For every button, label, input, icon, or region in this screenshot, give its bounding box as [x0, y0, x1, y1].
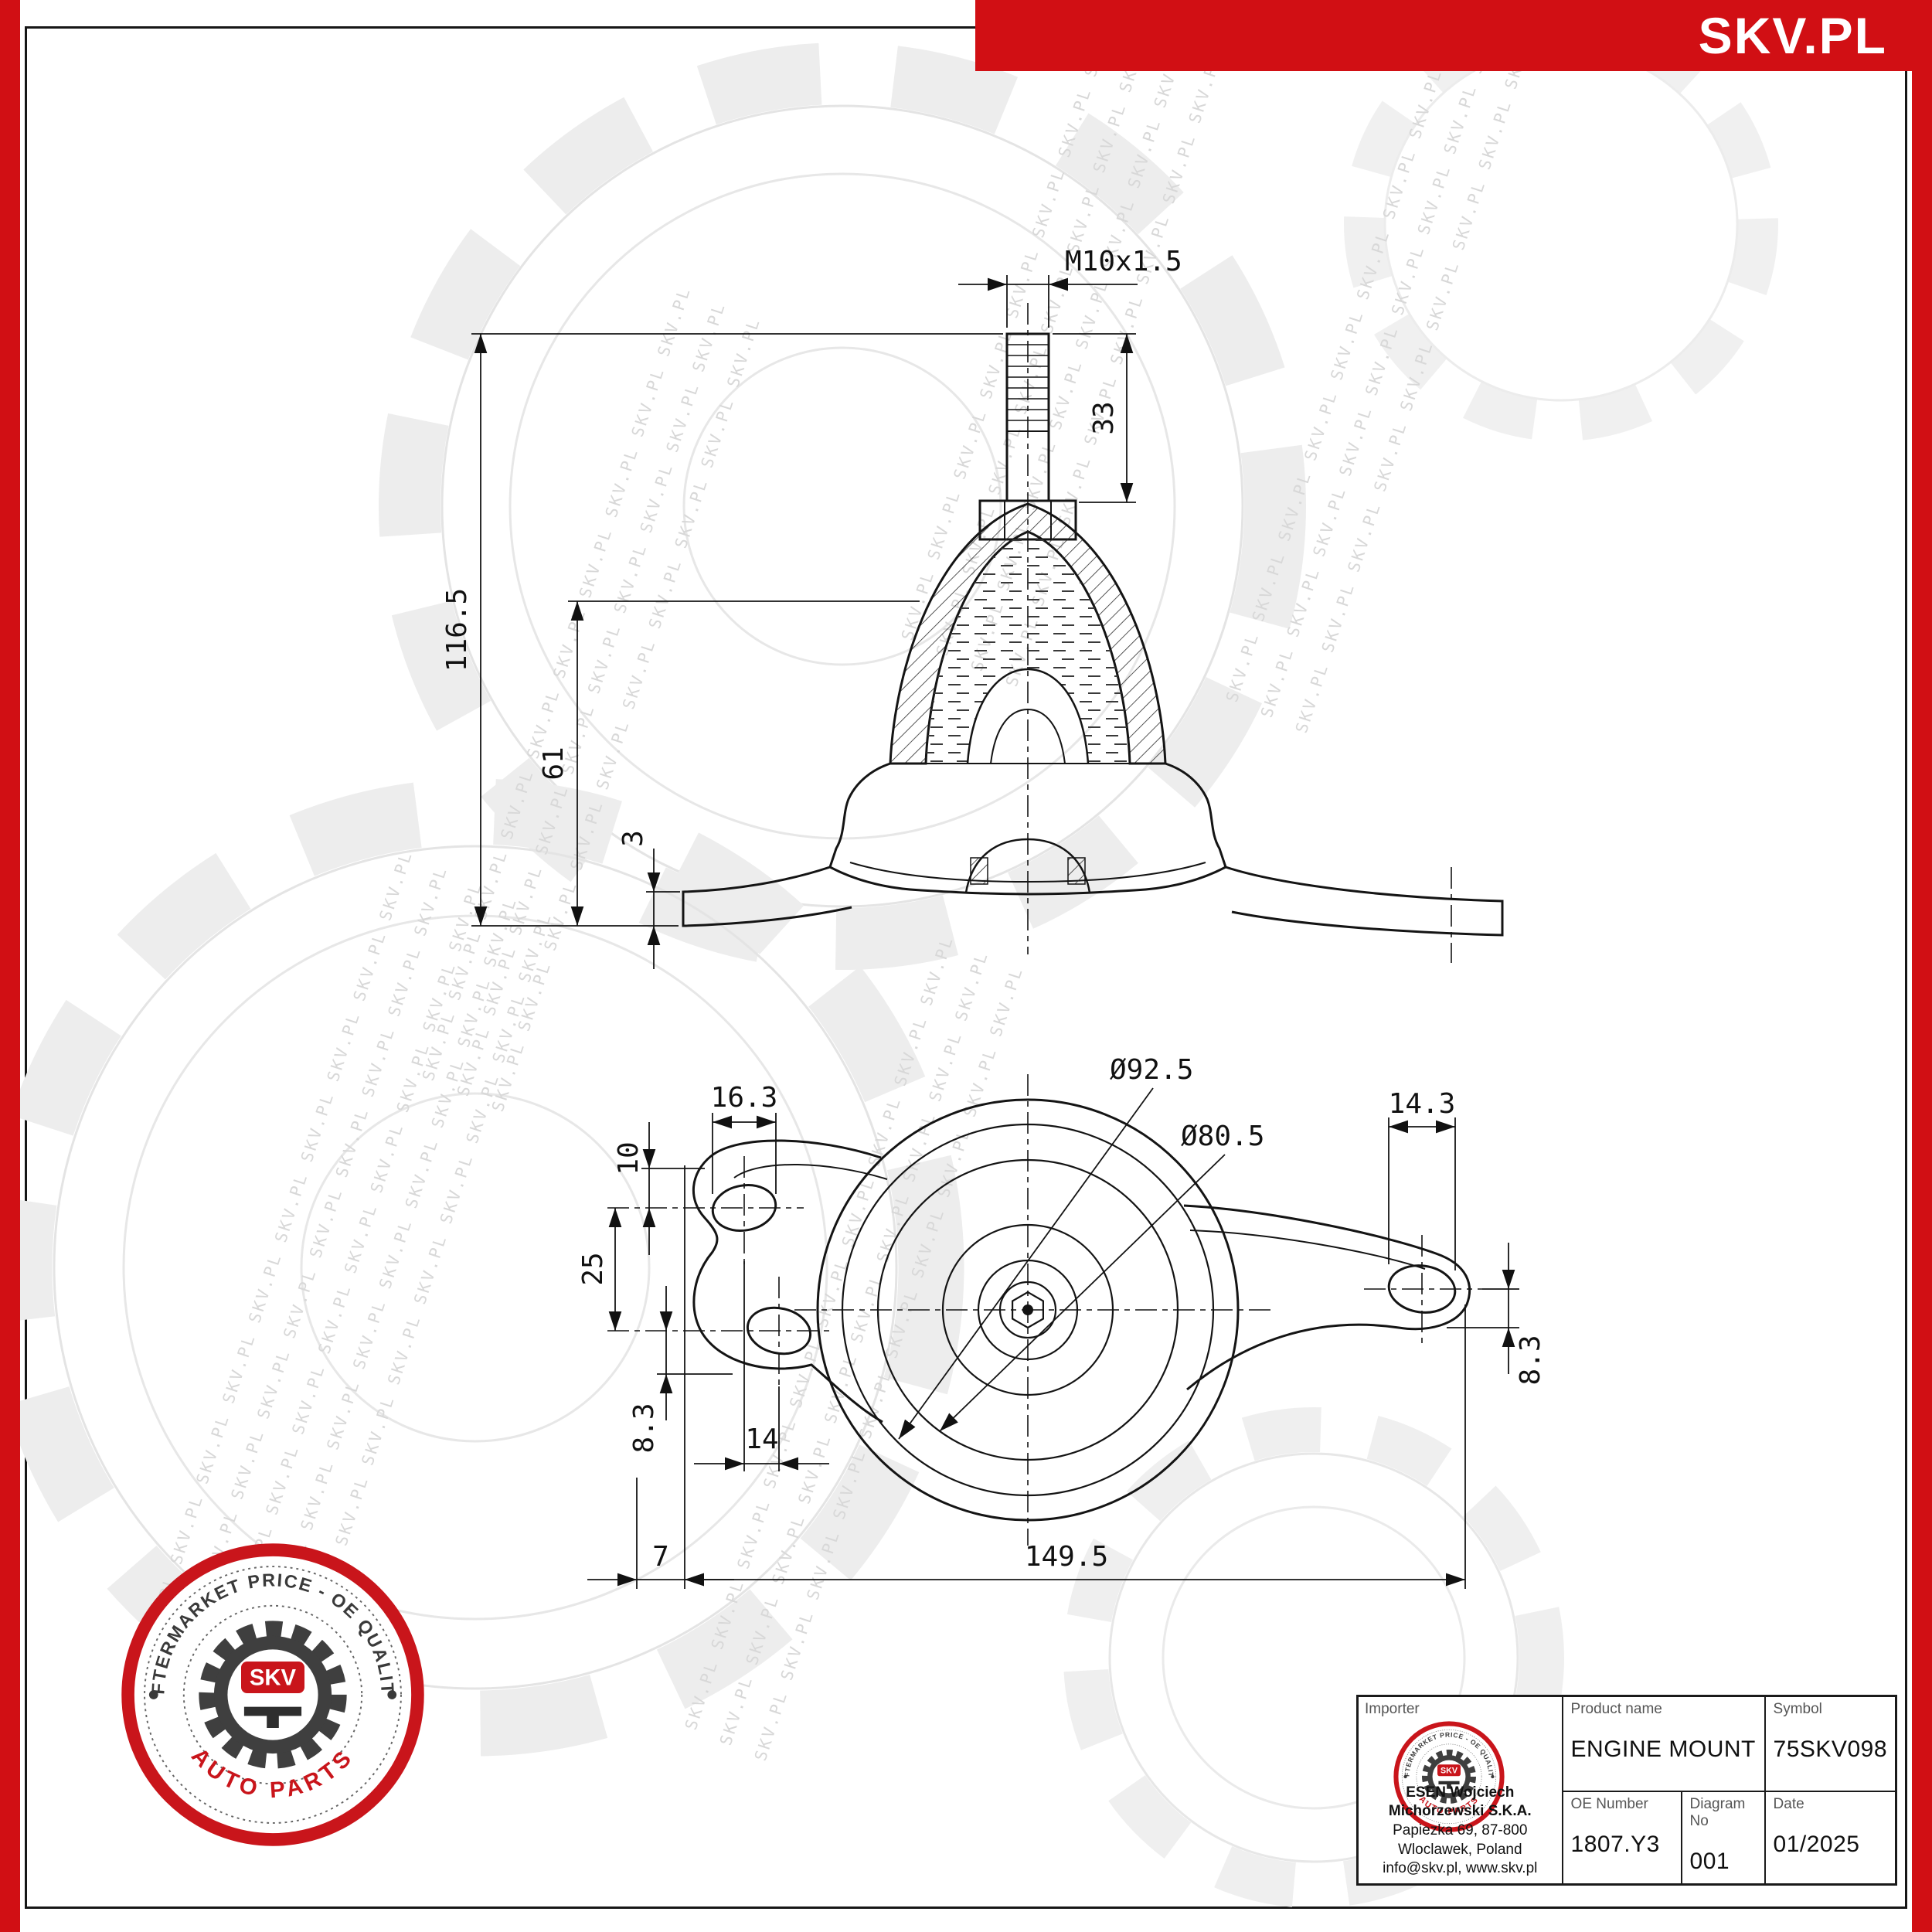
brand-logo-text: SKV.PL: [1698, 7, 1887, 64]
threaded-stud: [1005, 332, 1050, 501]
left-red-bar: [0, 0, 20, 1932]
date-cell: Date 01/2025: [1764, 1790, 1895, 1883]
top-view-dimension-labels: Ø92.5 Ø80.5 16.3 10 25 8.3 14 14.3 8.3 7…: [577, 1054, 1546, 1573]
importer-name: ESEN Wojciech Michorzewski S.K.A.: [1388, 1784, 1532, 1820]
oe-number-label: OE Number: [1570, 1795, 1648, 1812]
importer-label: Importer: [1365, 1701, 1420, 1717]
svg-text:SKV.PL SKV.PL SKV.PL SKV.PL SK: SKV.PL SKV.PL SKV.PL SKV.PL SKV.PL SKV.P…: [488, 315, 764, 1114]
dim-left-span: 25: [577, 1252, 609, 1285]
inner-cavity-detail: [990, 708, 1066, 764]
svg-text:SKV.PL SKV.PL SKV.PL SKV.PL SK: SKV.PL SKV.PL SKV.PL SKV.PL SKV.PL SKV.P…: [175, 864, 451, 1663]
dim-stud-length: 33: [1088, 401, 1120, 434]
right-red-bar: [1912, 0, 1932, 1932]
side-view-dimension-labels: 116.5 61 3 33 M10x1.5: [441, 246, 1182, 847]
dim-left-slot-width: 16.3: [711, 1082, 778, 1114]
metal-cup: [828, 762, 1227, 896]
dim-edge-offset: 7: [652, 1541, 669, 1573]
dim-body-height: 61: [538, 747, 570, 780]
oe-number-value: 1807.Y3: [1570, 1831, 1660, 1857]
inner-cavity: [966, 668, 1090, 764]
svg-text:SKV.PL SKV.PL SKV.PL SKV.PL SK: SKV.PL SKV.PL SKV.PL SKV.PL SKV.PL SKV.P…: [141, 849, 416, 1648]
dim-left-lower: 8.3: [628, 1403, 660, 1453]
right-bracket: [1183, 1204, 1471, 1391]
dim-right-slot-width: 14.3: [1389, 1088, 1456, 1120]
symbol-cell: Symbol 75SKV098: [1764, 1697, 1895, 1791]
importer-street: Papiezka 69, 87-800 Wloclawek, Poland: [1393, 1821, 1528, 1858]
dim-flange-thickness: 3: [617, 830, 649, 847]
svg-text:SKV.PL SKV.PL SKV.PL SKV.PL SK: SKV.PL SKV.PL SKV.PL SKV.PL SKV.PL SKV.P…: [454, 300, 729, 1099]
left-bracket: [692, 1139, 888, 1423]
diagram-no-value: 001: [1689, 1848, 1730, 1874]
dim-inner-diameter: Ø80.5: [1181, 1121, 1264, 1152]
rubber-core-dashed: [926, 532, 1130, 764]
importer-address: ESEN Wojciech Michorzewski S.K.A. Papiez…: [1359, 1784, 1562, 1879]
importer-contact: info@skv.pl, www.skv.pl: [1383, 1860, 1538, 1877]
top-view: [607, 1074, 1482, 1546]
importer-cell: Importer ESEN Wojciech Michorzewski S.K.…: [1359, 1697, 1563, 1883]
diagram-no-label: Diagram No: [1689, 1795, 1746, 1829]
top-view-dimensions: [587, 1087, 1519, 1589]
left-slot-hole-1: [711, 1184, 777, 1232]
product-name-value: ENGINE MOUNT: [1570, 1736, 1756, 1762]
dim-total-height: 116.5: [441, 588, 473, 672]
title-block: Importer ESEN Wojciech Michorzewski S.K.…: [1356, 1695, 1897, 1886]
side-view: [682, 303, 1504, 963]
dim-slot-center-offset: 14: [745, 1423, 778, 1455]
dim-left-offset-small: 10: [613, 1141, 645, 1175]
symbol-label: Symbol: [1773, 1701, 1822, 1717]
dim-overall-width: 149.5: [1025, 1541, 1108, 1573]
right-slot-hole: [1387, 1264, 1457, 1314]
center-hex-bolt: [1011, 1291, 1045, 1329]
brand-banner: SKV.PL: [975, 0, 1932, 71]
symbol-value: 75SKV098: [1773, 1736, 1887, 1762]
product-name-label: Product name: [1570, 1701, 1662, 1717]
mount-flanges: [682, 866, 1504, 963]
date-value: 01/2025: [1773, 1831, 1860, 1857]
dim-right-lower: 8.3: [1515, 1335, 1546, 1385]
side-view-dimensions: [471, 275, 1138, 969]
oe-number-cell: OE Number 1807.Y3: [1563, 1790, 1681, 1884]
title-block-fields: Product name ENGINE MOUNT Symbol 75SKV09…: [1563, 1697, 1895, 1883]
left-slot-hole-2: [746, 1306, 812, 1355]
product-name-cell: Product name ENGINE MOUNT: [1563, 1697, 1764, 1791]
diagram-no-cell: Diagram No 001: [1680, 1790, 1764, 1883]
dim-outer-diameter: Ø92.5: [1110, 1054, 1193, 1086]
dim-thread-callout: M10x1.5: [1065, 246, 1182, 277]
date-label: Date: [1773, 1795, 1804, 1812]
top-view-centerlines: [607, 1074, 1482, 1546]
